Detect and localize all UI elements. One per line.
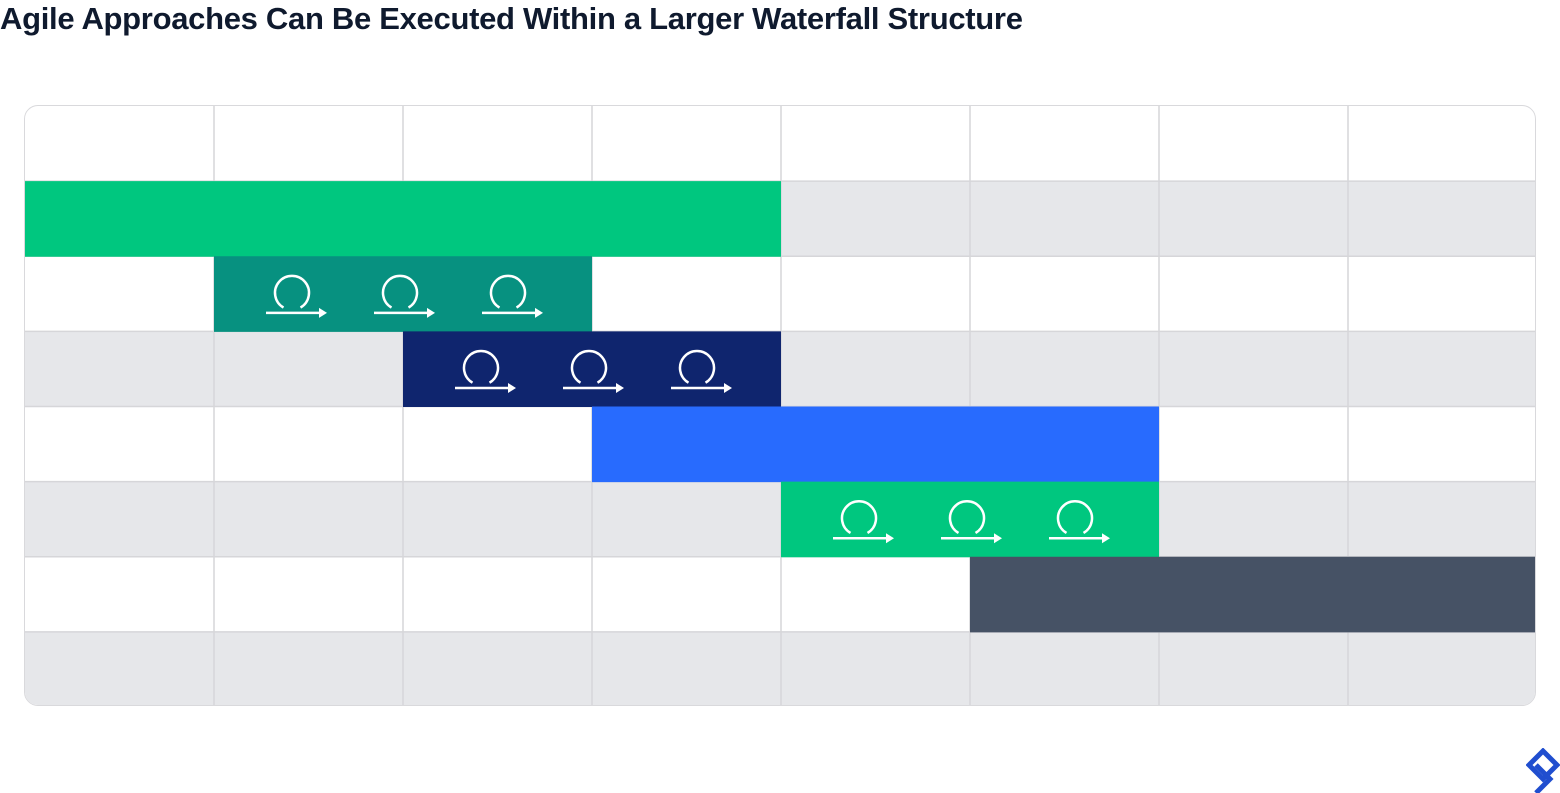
gantt-bar-fill — [781, 481, 1159, 558]
brand-logo-icon — [1526, 748, 1560, 793]
gantt-bar — [214, 256, 592, 332]
gantt-bar-fill — [403, 331, 781, 407]
iteration-loop-icon — [266, 274, 327, 318]
iteration-loop-icon — [374, 274, 435, 318]
gantt-bar — [781, 481, 1159, 558]
iteration-loop-icon — [563, 349, 624, 393]
row-stripe — [25, 631, 1535, 705]
row-stripes — [25, 180, 1535, 705]
gantt-bar — [592, 406, 1159, 483]
iteration-loop-icon — [941, 500, 1002, 544]
gantt-bar — [25, 181, 781, 257]
gantt-bar-fill — [592, 406, 1159, 483]
iteration-loop-icon — [833, 500, 894, 544]
gantt-canvas — [25, 106, 1535, 705]
row-stripe — [25, 481, 1535, 557]
chart-title: Agile Approaches Can Be Executed Within … — [0, 1, 1023, 36]
gantt-bar-fill — [970, 556, 1535, 633]
gantt-chart — [24, 105, 1536, 706]
gantt-bar-fill — [214, 256, 592, 332]
iteration-loop-icon — [671, 349, 732, 393]
iteration-loop-icon — [482, 274, 543, 318]
gantt-bar — [403, 331, 781, 407]
gantt-bar-fill — [25, 181, 781, 257]
iteration-loop-icon — [1049, 500, 1110, 544]
gantt-bar — [970, 556, 1535, 633]
gantt-bars — [25, 181, 1535, 633]
iteration-loop-icon — [455, 349, 516, 393]
